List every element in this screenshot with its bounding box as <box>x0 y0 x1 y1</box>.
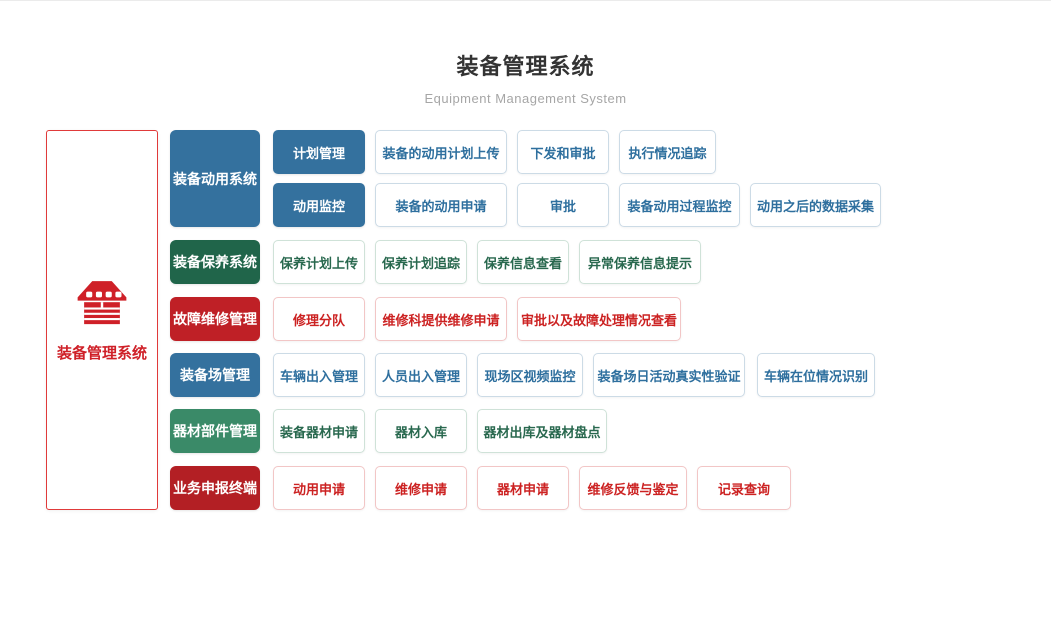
garage-icon <box>76 278 128 333</box>
category-fault-repair-management: 故障维修管理 <box>170 297 260 341</box>
item-parts-inbound: 器材入库 <box>375 409 467 453</box>
category-business-declaration-terminal: 业务申报终端 <box>170 466 260 510</box>
item-issue-and-approval: 下发和审批 <box>517 130 609 174</box>
item-record-query: 记录查询 <box>697 466 791 510</box>
item-repair-dept-application: 维修科提供维修申请 <box>375 297 507 341</box>
category-parts-management: 器材部件管理 <box>170 409 260 453</box>
item-maintenance-plan-tracking: 保养计划追踪 <box>375 240 467 284</box>
category-maintenance-system: 装备保养系统 <box>170 240 260 284</box>
item-repair-unit: 修理分队 <box>273 297 365 341</box>
item-maintenance-plan-upload: 保养计划上传 <box>273 240 365 284</box>
item-vehicle-in-place-recognition: 车辆在位情况识别 <box>757 353 875 397</box>
page-subtitle: Equipment Management System <box>424 91 627 106</box>
item-abnormal-maintenance-alert: 异常保养信息提示 <box>579 240 701 284</box>
item-vehicle-access-management: 车辆出入管理 <box>273 353 365 397</box>
subgroup-mobilization-monitoring: 动用监控 <box>273 183 365 227</box>
item-approval: 审批 <box>517 183 609 227</box>
item-personnel-access-management: 人员出入管理 <box>375 353 467 397</box>
item-approval-and-fault-handling-view: 审批以及故障处理情况查看 <box>517 297 681 341</box>
page-header: 装备管理系统 Equipment Management System <box>0 49 1051 106</box>
item-mobilization-request: 动用申请 <box>273 466 365 510</box>
item-repair-feedback-appraisal: 维修反馈与鉴定 <box>579 466 687 510</box>
item-mobilization-process-monitoring: 装备动用过程监控 <box>619 183 740 227</box>
item-maintenance-info-view: 保养信息查看 <box>477 240 569 284</box>
item-site-video-surveillance: 现场区视频监控 <box>477 353 583 397</box>
item-mobilization-application: 装备的动用申请 <box>375 183 507 227</box>
item-execution-tracking: 执行情况追踪 <box>619 130 716 174</box>
page-title: 装备管理系统 <box>456 54 595 79</box>
subgroup-plan-management: 计划管理 <box>273 130 365 174</box>
item-equipment-parts-application: 装备器材申请 <box>273 409 365 453</box>
item-mobilization-plan-upload: 装备的动用计划上传 <box>375 130 507 174</box>
root-node-equipment-management: 装备管理系统 <box>46 130 158 510</box>
item-yard-daily-activity-verification: 装备场日活动真实性验证 <box>593 353 745 397</box>
category-mobilization-system: 装备动用系统 <box>170 130 260 227</box>
item-parts-outbound-and-inventory: 器材出库及器材盘点 <box>477 409 607 453</box>
item-parts-request: 器材申请 <box>477 466 569 510</box>
item-post-mobilization-data-collection: 动用之后的数据采集 <box>750 183 881 227</box>
root-node-label: 装备管理系统 <box>56 344 147 362</box>
category-equipment-yard-management: 装备场管理 <box>170 353 260 397</box>
item-repair-request: 维修申请 <box>375 466 467 510</box>
